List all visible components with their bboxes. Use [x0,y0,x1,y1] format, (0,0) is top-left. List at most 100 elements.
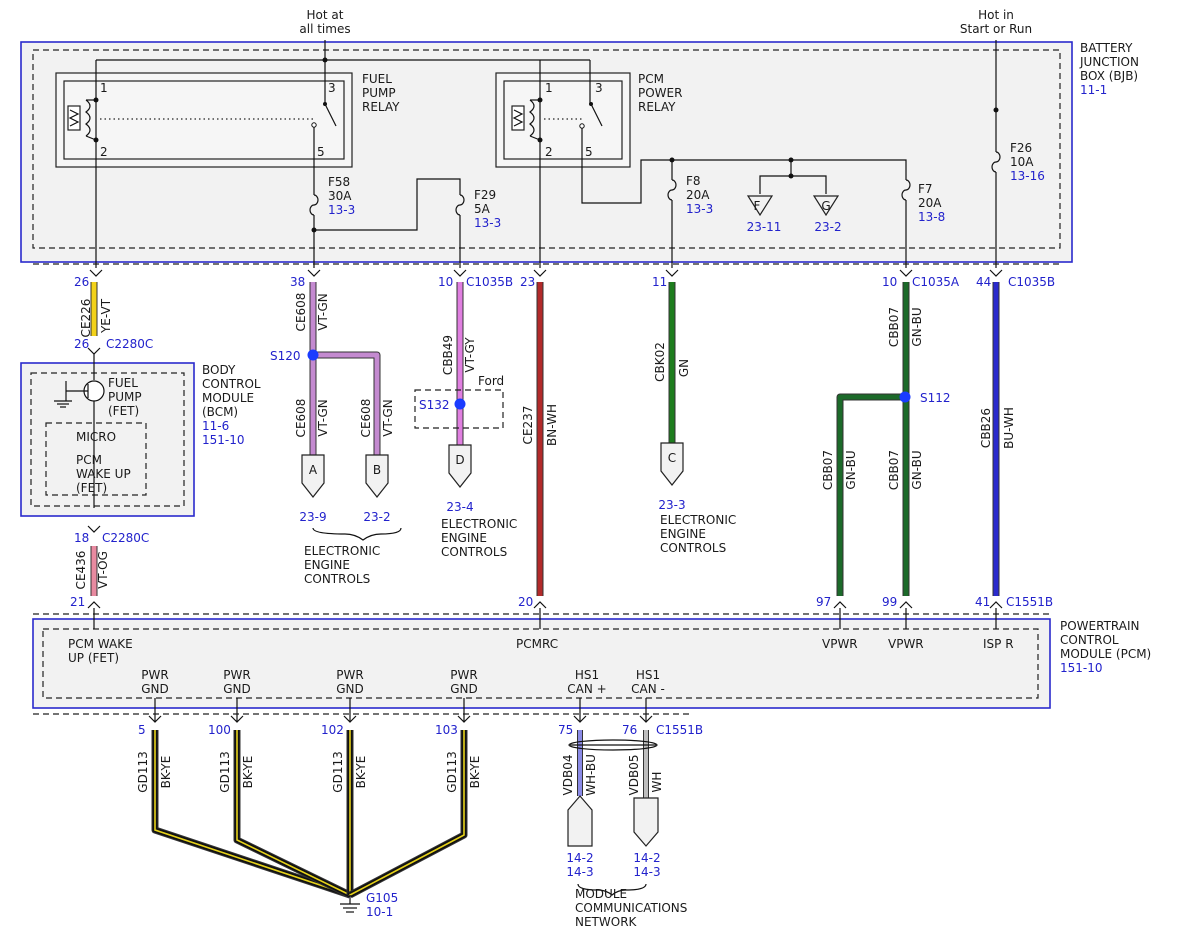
g105-label[interactable]: G105 [366,891,398,905]
fuse-f26-rating: 10A [1010,155,1034,169]
fuse-f26-ref[interactable]: 13-16 [1010,169,1045,183]
connector-b-ref[interactable]: 23-2 [363,510,390,524]
pcm-pin-103[interactable]: 103 [435,723,458,737]
wire-cbk02-color: GN [677,359,691,377]
pcm-isp-label: ISP R [983,637,1014,651]
splice-s112-label[interactable]: S112 [920,391,951,405]
wire-gd113-1[interactable] [151,730,352,899]
wire-cbb07-branch[interactable] [836,393,906,596]
pcm-pin-21[interactable]: 21 [70,595,85,609]
bcm-pcm-wake-line3: (FET) [76,481,107,495]
pcm-pcmrc-label: PCMRC [516,637,558,651]
relay-coil-icon [511,105,525,131]
connector-a-ref[interactable]: 23-9 [299,510,326,524]
wire-labels: CE226 YE-VT CE608 VT-GN CE608 VT-GN CE60… [74,293,1016,796]
pcm-pin-102[interactable]: 102 [321,723,344,737]
pin-26-top[interactable]: 26 [74,275,89,289]
pcm-pwr-gnd1-line2: GND [141,682,169,696]
pcm-label-line1: POWERTRAIN [1060,619,1140,633]
wire-ce608-color-b: VT-GN [381,399,395,436]
bcm-top-conn[interactable]: C2280C [106,337,153,351]
wire-gd113-2[interactable] [233,730,352,899]
fuse-f58-rating: 30A [328,189,352,203]
bcm-bottom-pin[interactable]: 18 [74,531,89,545]
bjb-ref[interactable]: 11-1 [1080,83,1107,97]
bcm-top-pin[interactable]: 26 [74,337,89,351]
pin-23[interactable]: 23 [520,275,535,289]
fuse-f8-rating: 20A [686,188,710,202]
pcm-label-line3: MODULE (PCM) [1060,647,1151,661]
eec-ab-line2: ENGINE [304,558,350,572]
fuse-f29-rating: 5A [474,202,491,216]
splice-s132-icon[interactable] [454,398,466,410]
wire-ce608-branch-b[interactable] [313,351,381,455]
bcm-fet-line3: (FET) [108,404,139,418]
pcm-pin-100[interactable]: 100 [208,723,231,737]
fuse-f8-ref[interactable]: 13-3 [686,202,713,216]
network-minus-ref1[interactable]: 14-2 [633,851,660,865]
pin-11[interactable]: 11 [652,275,667,289]
network-connector-minus-icon [633,797,659,847]
splice-s132-note: Ford [478,374,504,388]
network-plus-ref1[interactable]: 14-2 [566,851,593,865]
ground-f-ref[interactable]: 23-11 [747,220,782,234]
network-minus-ref2[interactable]: 14-3 [633,865,660,879]
pcm-pin-97[interactable]: 97 [816,595,831,609]
wire-vdb05-circuit: VDB05 [627,755,641,796]
pcm-pwr-gnd4-line2: GND [450,682,478,696]
pcm-pin-20[interactable]: 20 [518,595,533,609]
conn-c1035b-right[interactable]: C1035B [1008,275,1055,289]
network-brace [577,883,647,896]
fuse-f29-ref[interactable]: 13-3 [474,216,501,230]
pcm-ref[interactable]: 151-10 [1060,661,1103,675]
pcm-pin-99[interactable]: 99 [882,595,897,609]
pin-38[interactable]: 38 [290,275,305,289]
pin-10-c1035b[interactable]: 10 [438,275,453,289]
fp-relay-pin5: 5 [317,145,325,159]
splice-s112-icon[interactable] [899,391,911,403]
fuse-f7-ref[interactable]: 13-8 [918,210,945,224]
wire-ce436-circuit: CE436 [74,551,88,590]
fp-relay-pin1: 1 [100,81,108,95]
conn-c1035a[interactable]: C1035A [912,275,960,289]
wire-gd113-circuit-3: GD113 [331,751,345,792]
pin-44[interactable]: 44 [976,275,991,289]
fuse-f8-name: F8 [686,174,701,188]
splice-s120-label[interactable]: S120 [270,349,301,363]
wire-cbb07-color-left: GN-BU [844,450,858,489]
bcm-ref2[interactable]: 151-10 [202,433,245,447]
splice-s132-label[interactable]: S132 [419,398,450,412]
splice-s120-icon[interactable] [307,349,319,361]
bcm-label-line1: BODY [202,363,236,377]
connector-c-ref[interactable]: 23-3 [658,498,685,512]
bcm-ref1[interactable]: 11-6 [202,419,229,433]
g105-ref[interactable]: 10-1 [366,905,393,919]
wire-cbk02-circuit: CBK02 [653,342,667,382]
wire-gd113-4[interactable] [348,730,468,899]
wire-cbb07-color-top: GN-BU [910,307,924,346]
bcm-bottom-arrow [87,525,101,533]
fp-relay-label-line1: FUEL [362,72,392,86]
pin-10-c1035a[interactable]: 10 [882,275,897,289]
pcm-conn-c1551b-bottom[interactable]: C1551B [656,723,703,737]
pcm-conn-c1551b-top[interactable]: C1551B [1006,595,1053,609]
wire-gd113-color-1: BK-YE [159,756,173,789]
fuse-f58-ref[interactable]: 13-3 [328,203,355,217]
pcm-power-relay [495,72,631,168]
pcm-pin-75[interactable]: 75 [558,723,573,737]
wire-cbb07-color-right: GN-BU [910,450,924,489]
twisted-pair-icon [568,739,658,751]
pcm-pin-41[interactable]: 41 [975,595,990,609]
pcm-pwr-gnd3-line1: PWR [336,668,363,682]
network-plus-ref2[interactable]: 14-3 [566,865,593,879]
pcm-pin-76[interactable]: 76 [622,723,637,737]
conn-c1035b-left[interactable]: C1035B [466,275,513,289]
wire-cbb26-color: BU-WH [1002,407,1016,449]
bcm-bottom-conn[interactable]: C2280C [102,531,149,545]
ground-g-ref[interactable]: 23-2 [814,220,841,234]
connector-b-icon [365,454,389,498]
pcm-pin-5[interactable]: 5 [138,723,146,737]
eec-d-line1: ELECTRONIC [441,517,517,531]
connector-d-ref[interactable]: 23-4 [446,500,473,514]
